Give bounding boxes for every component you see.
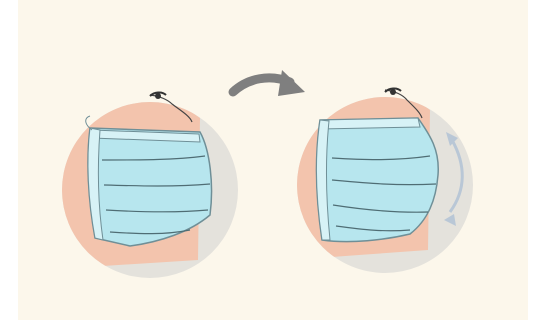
face-mask-before (86, 116, 212, 246)
step-after (290, 88, 473, 273)
step-before (40, 92, 238, 278)
face-mask-after (316, 118, 438, 242)
curved-right-arrow-icon (233, 70, 305, 96)
